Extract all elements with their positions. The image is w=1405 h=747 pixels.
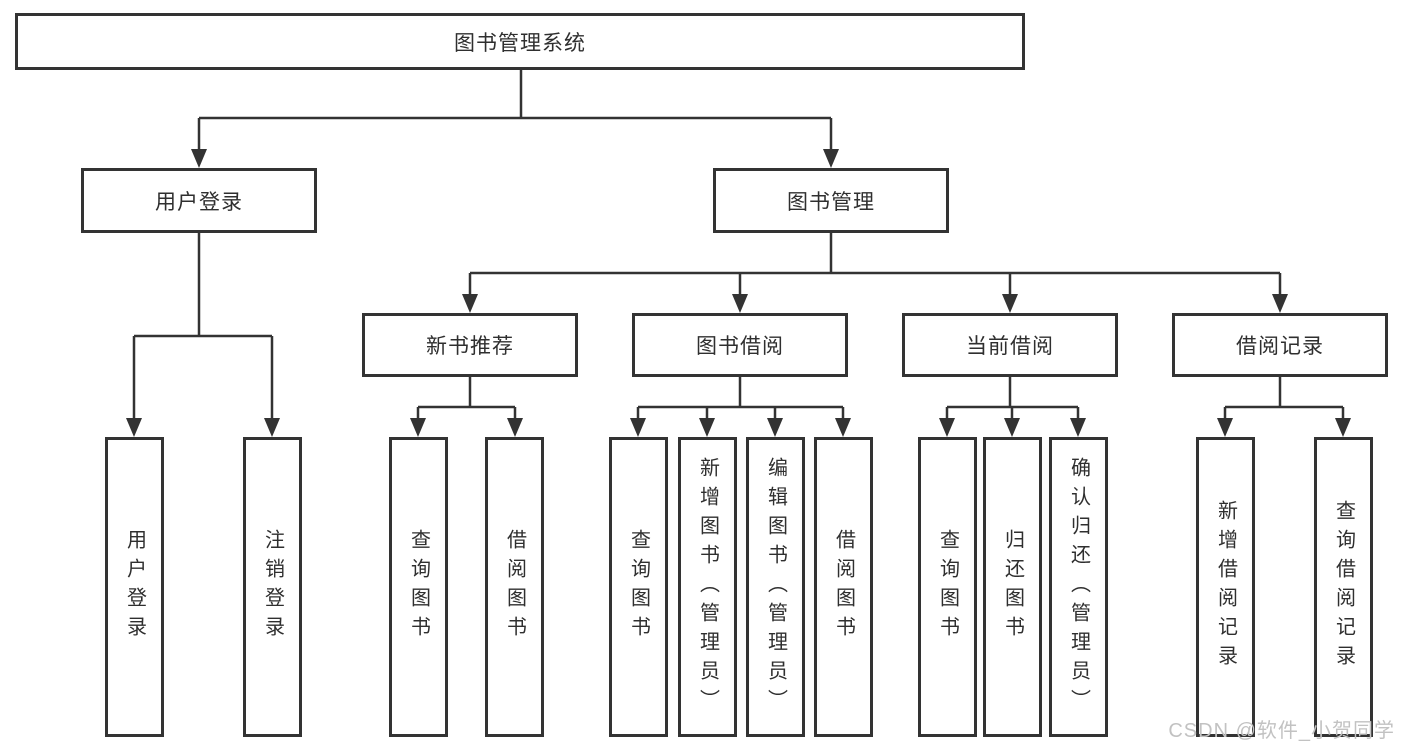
leaf-recommend-query-books: 查询图书 — [389, 437, 448, 737]
leaf-recommend-borrow-books: 借阅图书 — [485, 437, 544, 737]
leaf-borrow-edit-books-admin: 编辑图书（管理员） — [746, 437, 805, 737]
leaf-records-query-record: 查询借阅记录 — [1314, 437, 1373, 737]
leaf-records-add-record: 新增借阅记录 — [1196, 437, 1255, 737]
node-root: 图书管理系统 — [15, 13, 1025, 70]
leaf-current-query-books: 查询图书 — [918, 437, 977, 737]
leaf-borrow-query-books: 查询图书 — [609, 437, 668, 737]
csdn-watermark: CSDN @软件_小贺同学 — [1168, 720, 1395, 742]
leaf-user-login: 用户登录 — [105, 437, 164, 737]
node-user-login: 用户登录 — [81, 168, 317, 233]
node-book-management: 图书管理 — [713, 168, 949, 233]
leaf-borrow-add-books-admin: 新增图书（管理员） — [678, 437, 737, 737]
leaf-borrow-borrow-books: 借阅图书 — [814, 437, 873, 737]
node-book-borrow: 图书借阅 — [632, 313, 848, 377]
node-new-book-recommend: 新书推荐 — [362, 313, 578, 377]
node-current-borrow: 当前借阅 — [902, 313, 1118, 377]
leaf-current-return-books: 归还图书 — [983, 437, 1042, 737]
leaf-current-confirm-return-admin: 确认归还（管理员） — [1049, 437, 1108, 737]
node-borrow-records: 借阅记录 — [1172, 313, 1388, 377]
leaf-logout: 注销登录 — [243, 437, 302, 737]
